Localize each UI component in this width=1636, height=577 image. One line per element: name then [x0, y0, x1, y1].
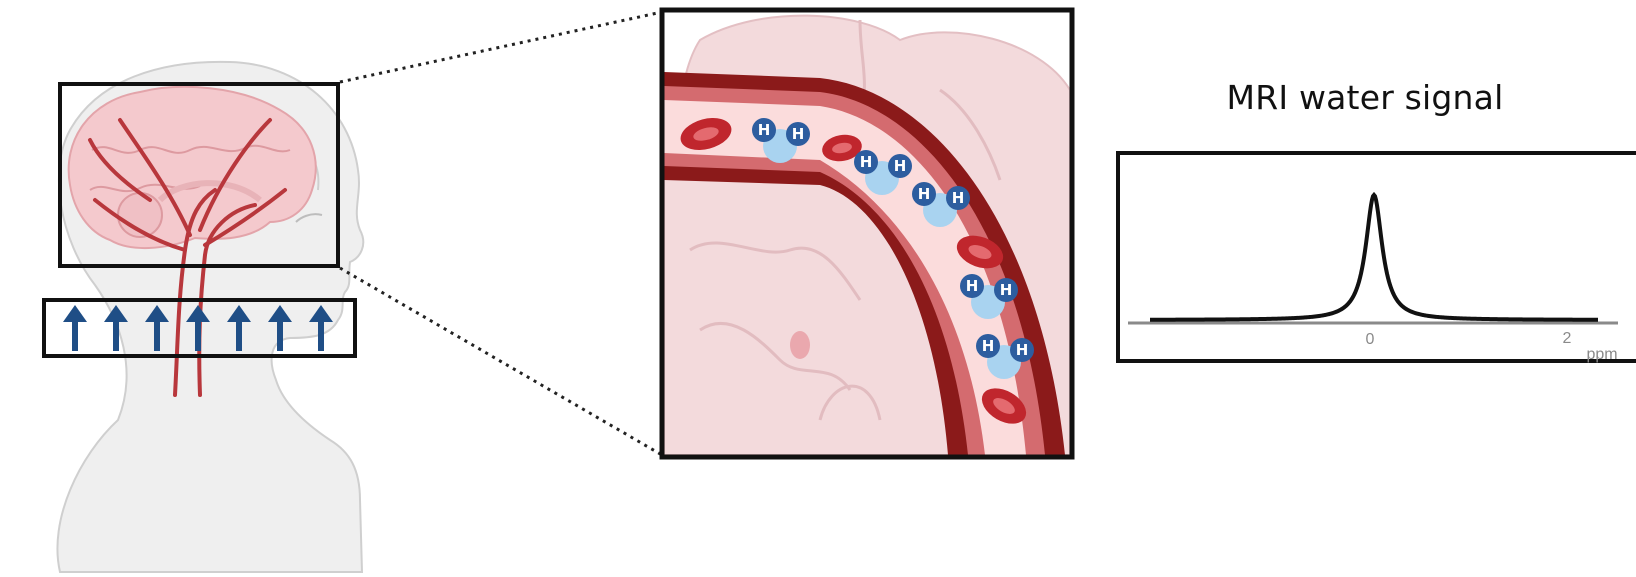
water-peak-curve — [1150, 195, 1598, 320]
hydrogen-atom: H — [854, 150, 878, 174]
hydrogen-atom: H — [1010, 338, 1034, 362]
hydrogen-label: H — [1016, 341, 1029, 359]
up-arrow-icon — [63, 305, 87, 351]
hydrogen-label: H — [758, 121, 771, 139]
tick-label-2: 2 — [1563, 330, 1572, 347]
plot-frame — [1118, 153, 1636, 361]
hydrogen-label: H — [966, 277, 979, 295]
hydrogen-label: H — [792, 125, 805, 143]
hydrogen-label: H — [952, 189, 965, 207]
hydrogen-atom: H — [960, 274, 984, 298]
hydrogen-atom: H — [752, 118, 776, 142]
hydrogen-label: H — [894, 157, 907, 175]
hydrogen-atom: H — [786, 122, 810, 146]
signal-plot: 0 2 ppm — [1118, 153, 1636, 363]
hydrogen-label: H — [860, 153, 873, 171]
hydrogen-label: H — [982, 337, 995, 355]
head-illustration — [44, 62, 363, 572]
signal-title: MRI water signal — [1200, 78, 1530, 117]
vessel-zoom-panel: HHHHHHHHHH — [662, 10, 1072, 457]
hydrogen-atom: H — [946, 186, 970, 210]
hydrogen-label: H — [1000, 281, 1013, 299]
hydrogen-atom: H — [888, 154, 912, 178]
hydrogen-atom: H — [976, 334, 1000, 358]
zoom-connectors — [340, 12, 662, 455]
hydrogen-label: H — [918, 185, 931, 203]
tick-label-0: 0 — [1366, 331, 1375, 348]
hydrogen-atom: H — [912, 182, 936, 206]
hydrogen-atom: H — [994, 278, 1018, 302]
axis-unit-label: ppm — [1586, 346, 1617, 363]
